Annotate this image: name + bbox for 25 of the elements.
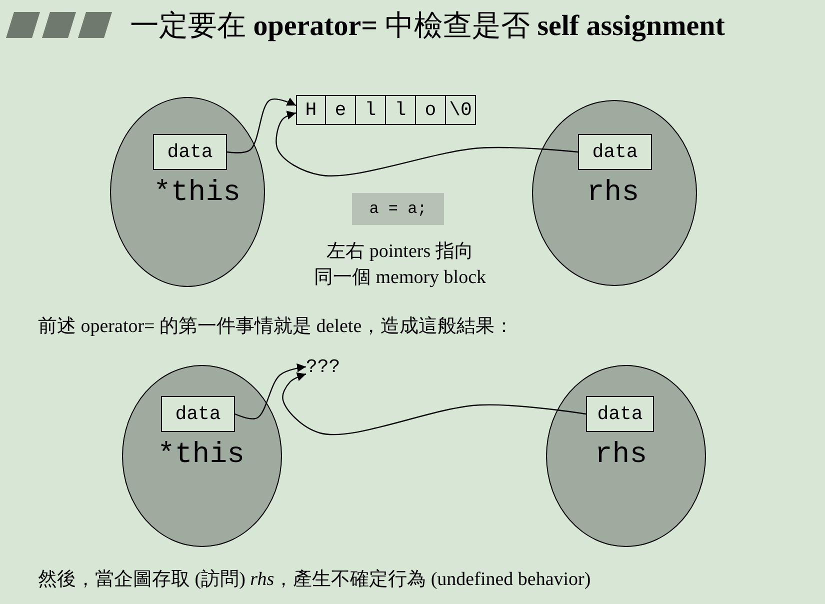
code-box: a = a; — [352, 193, 444, 225]
pointer-arrow — [276, 110, 578, 176]
array-cell: H — [296, 95, 326, 125]
object-name: rhs — [594, 438, 648, 471]
pointer-arrow — [234, 363, 306, 420]
array-cell: o — [416, 95, 446, 125]
array-cell: l — [386, 95, 416, 125]
note-text: 然後，當企圖存取 (訪問) rhs，產生不確定行為 (undefined behavior) — [38, 568, 591, 592]
object-name: rhs — [586, 176, 640, 209]
object-name: *this — [158, 438, 244, 471]
note-text: 同一個 memory block — [314, 266, 486, 290]
pointer-arrow — [282, 372, 586, 436]
array-cell: \0 — [446, 95, 476, 125]
array-cell: e — [326, 95, 356, 125]
note-text: 左右 pointers 指向 — [326, 240, 474, 264]
member-box: data — [153, 134, 227, 170]
member-box: data — [586, 396, 654, 432]
memory-text: ??? — [306, 356, 356, 380]
array-cell: l — [356, 95, 386, 125]
object-name: *this — [154, 176, 240, 209]
pointer-arrow — [226, 98, 296, 154]
slide-title: 一定要在 operator= 中檢查是否 self assignment — [130, 9, 725, 44]
note-text: 前述 operator= 的第一件事情就是 delete，造成這般結果： — [38, 315, 514, 339]
member-box: data — [578, 134, 652, 170]
member-box: data — [161, 396, 235, 432]
